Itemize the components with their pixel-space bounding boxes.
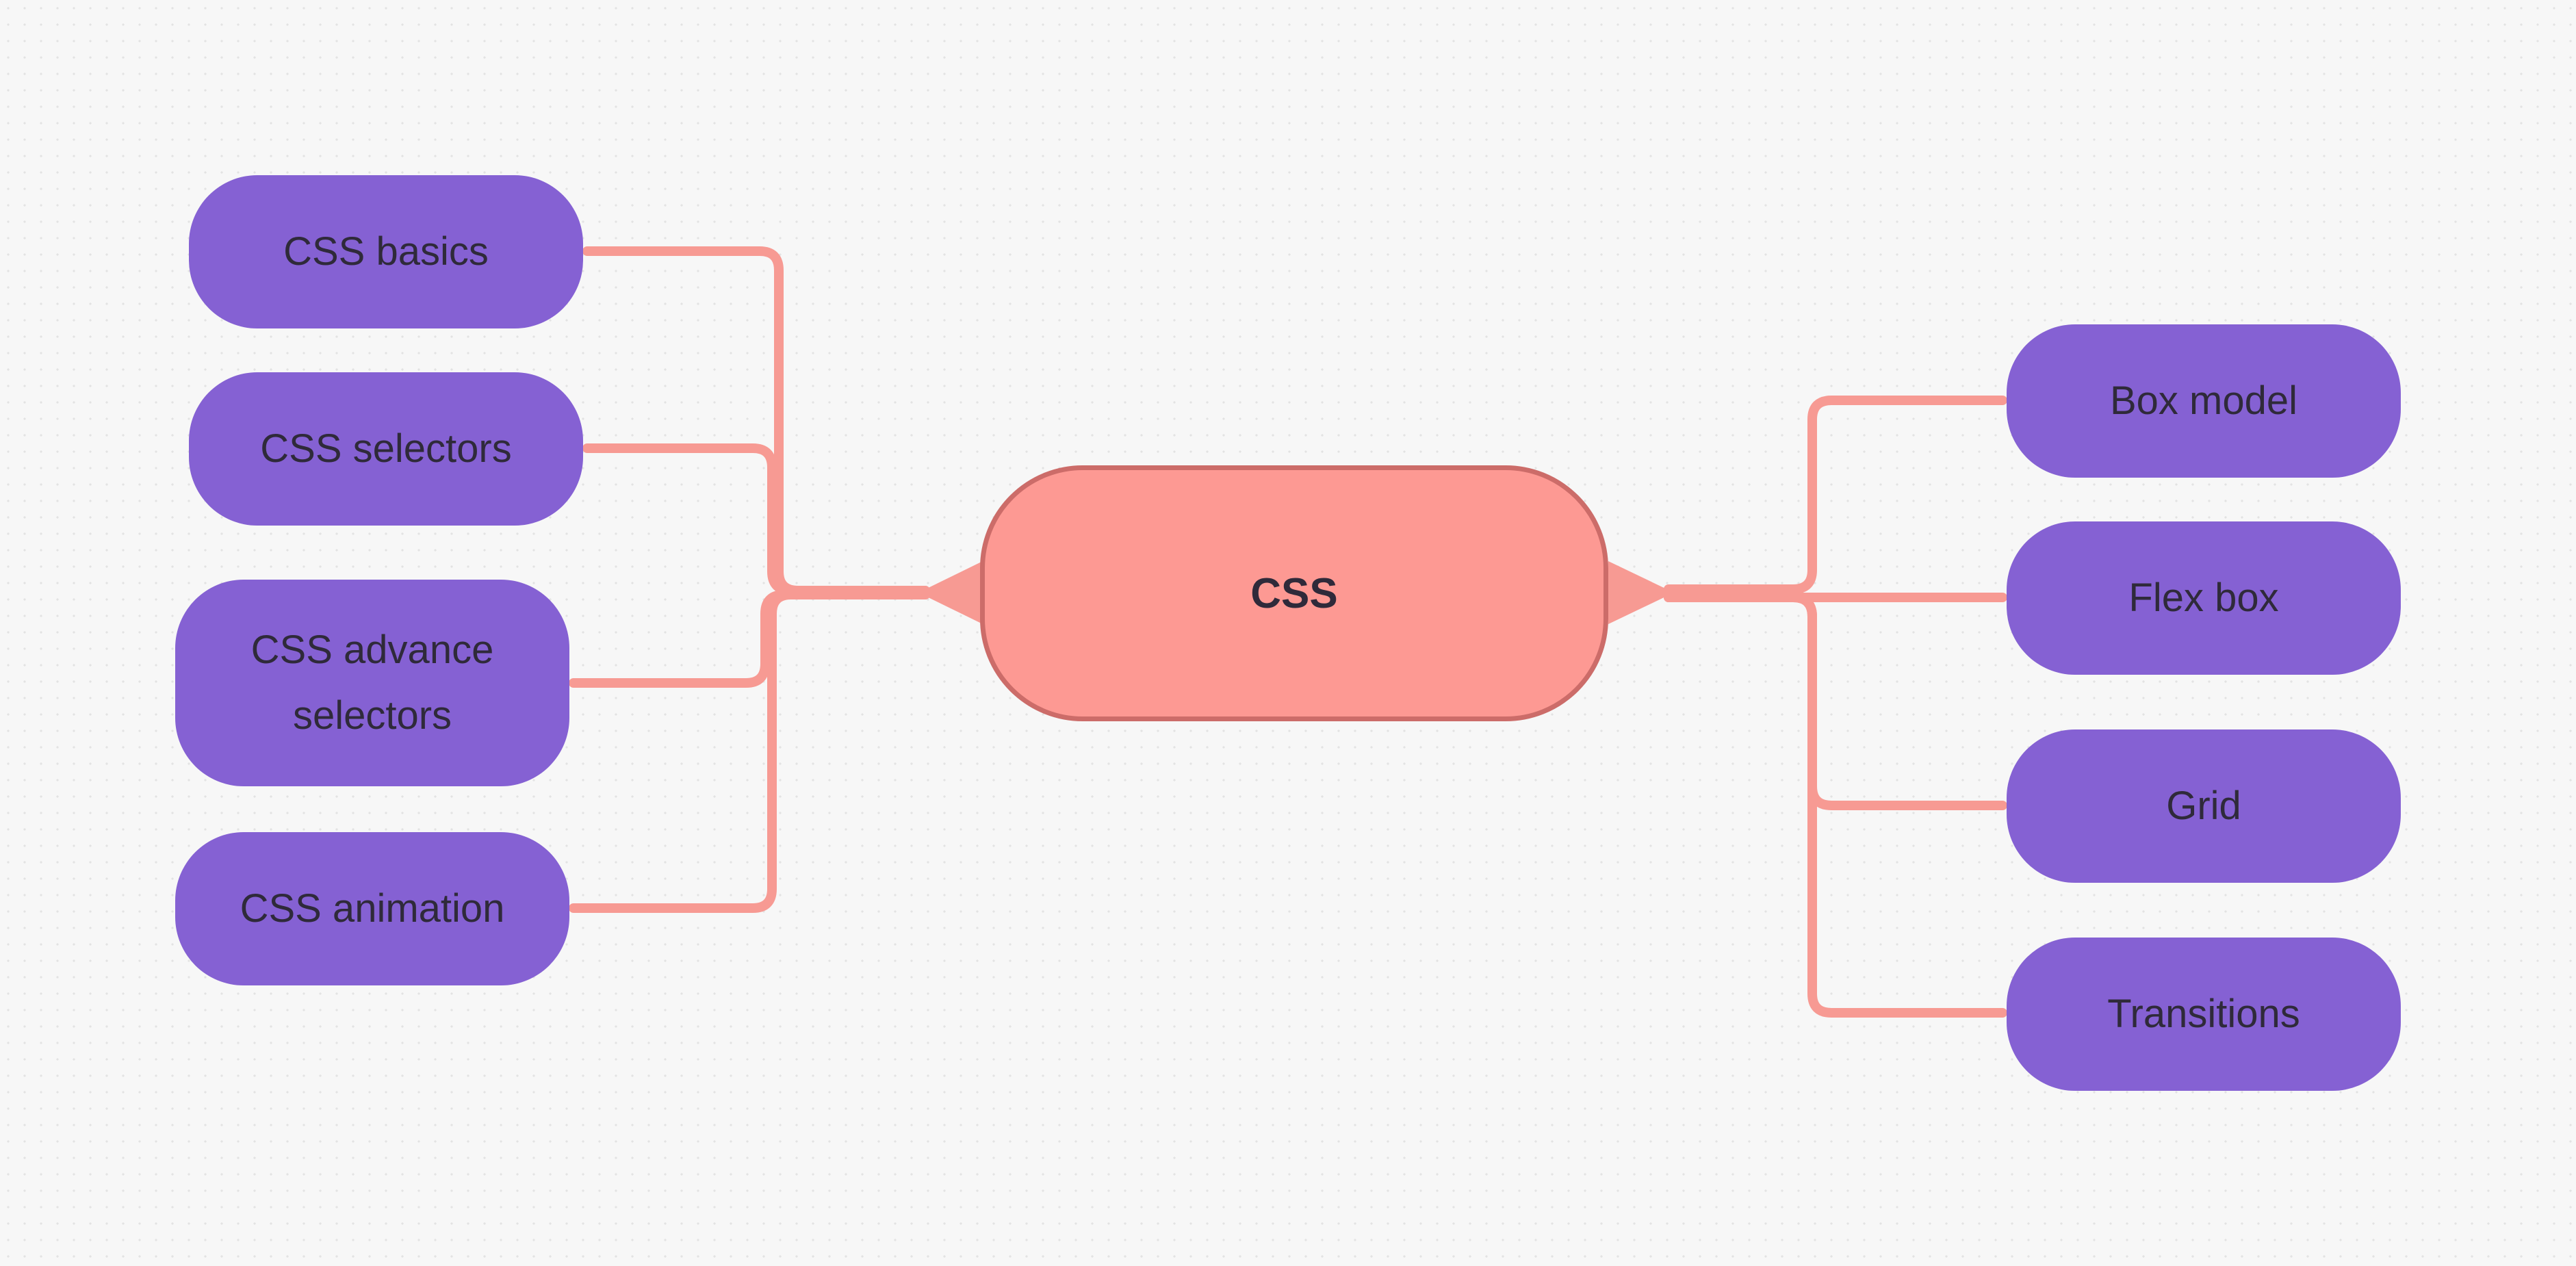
topic-label: Flex box: [2128, 576, 2279, 621]
connector-grid: [1664, 593, 2007, 810]
topic-box-model[interactable]: Box model: [2007, 324, 2401, 478]
connector-css-advance-selectors: [569, 590, 930, 688]
connector-box-model: [1664, 396, 2007, 594]
topic-css-advance-selectors[interactable]: CSS advance selectors: [175, 580, 569, 786]
central-node-label: CSS: [1250, 569, 1338, 617]
topic-label: CSS basics: [283, 229, 489, 274]
connector-css-basics: [582, 246, 930, 595]
topic-label: Grid: [2166, 784, 2241, 829]
left-arrowhead: [918, 561, 983, 624]
topic-label: CSS advance selectors: [250, 628, 494, 738]
topic-flex-box[interactable]: Flex box: [2007, 521, 2401, 675]
topic-label: Transitions: [2107, 992, 2300, 1037]
topic-css-animation[interactable]: CSS animation: [175, 832, 569, 985]
topic-label: Box model: [2109, 378, 2298, 424]
central-node[interactable]: CSS: [980, 465, 1608, 721]
right-arrowhead: [1608, 561, 1674, 624]
topic-css-selectors[interactable]: CSS selectors: [189, 372, 583, 526]
topic-css-basics[interactable]: CSS basics: [189, 175, 583, 328]
topic-transitions[interactable]: Transitions: [2007, 938, 2401, 1091]
topic-label: CSS animation: [240, 886, 505, 931]
connector-css-animation: [569, 590, 930, 913]
topic-label: CSS selectors: [260, 426, 512, 471]
connector-css-selectors: [582, 443, 930, 595]
topic-grid[interactable]: Grid: [2007, 729, 2401, 883]
connector-transitions: [1664, 593, 2007, 1018]
